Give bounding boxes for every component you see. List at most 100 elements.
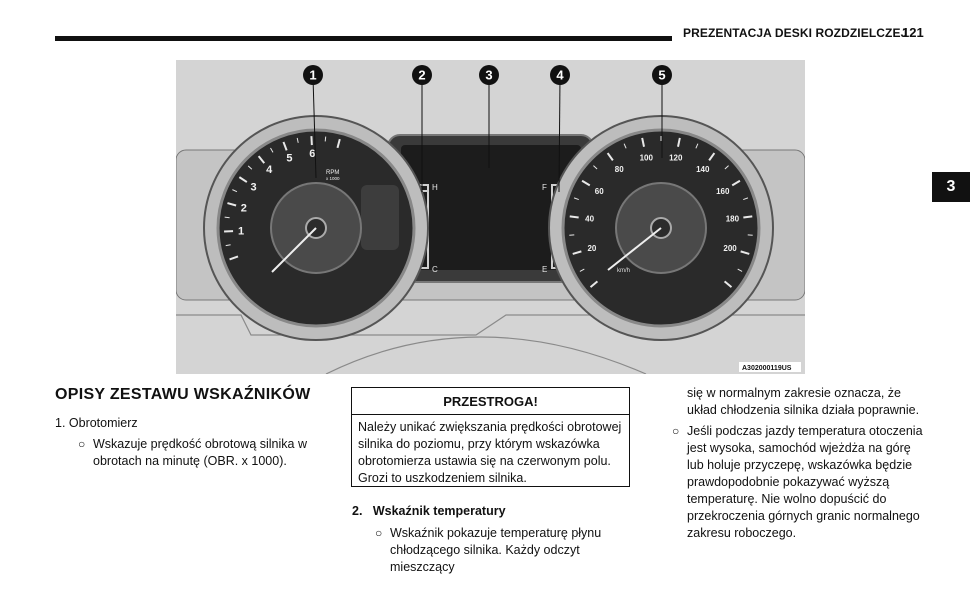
tach-tick [224, 216, 230, 219]
speed-tick [740, 250, 750, 255]
speedometer: 20 40 60 80 100 120 140 160 180 200 km/h [548, 115, 774, 341]
speed-numeral: 140 [696, 165, 710, 174]
speed-tick [573, 197, 579, 201]
tach-tick [232, 189, 238, 193]
callout-4: 4 [550, 65, 570, 85]
tach-tick [270, 147, 274, 153]
speed-numeral: 80 [615, 165, 624, 174]
page-number: 121 [902, 25, 924, 40]
item-2-bullet-text: Wskaźnik pokazuje temperaturę płynu chło… [390, 526, 602, 574]
steering-contour [325, 336, 647, 374]
speed-tick [743, 197, 749, 201]
tach-tick [336, 138, 341, 149]
tach-tick [296, 137, 299, 143]
item-2: 2. Wskaźnik temperatury ○ Wskaźnik pokaz… [352, 503, 632, 576]
speed-numeral: 20 [587, 244, 596, 253]
callout-2: 2 [412, 65, 432, 85]
temp-hot-label: H [432, 183, 438, 192]
speed-tick [589, 280, 599, 288]
bullet-circle-icon: ○ [78, 437, 86, 451]
speed-tick [579, 268, 585, 272]
item-2-title: Wskaźnik temperatury [372, 504, 506, 518]
header-title: PREZENTACJA DESKI ROZDZIELCZEJ [683, 26, 908, 40]
warning-title: PRZESTROGA! [352, 388, 629, 415]
tach-numeral: 6 [309, 148, 315, 160]
fuel-full-label: F [542, 183, 547, 192]
tach-tick [238, 176, 248, 183]
right-column-bullet-text: Jeśli podczas jazdy temperatura otoczeni… [687, 424, 923, 540]
speed-tick [743, 215, 753, 219]
callout-3: 3 [479, 65, 499, 85]
tach-numeral: 5 [286, 153, 292, 165]
callout-number: 3 [485, 68, 492, 83]
dash-contour [176, 314, 805, 336]
speed-tick [708, 152, 716, 161]
section-title: OPISY ZESTAWU WSKAŹNIKÓW [55, 386, 311, 403]
tach-tick [227, 202, 237, 207]
tach-tick [257, 155, 266, 164]
tach-tick [229, 255, 239, 261]
chapter-tab: 3 [932, 172, 970, 202]
speed-tick [641, 137, 645, 147]
speed-numeral: 60 [595, 187, 604, 196]
callout-line-4 [558, 76, 561, 193]
item-1-label: 1. Obrotomierz [55, 416, 138, 430]
callout-number: 1 [309, 68, 316, 83]
warning-text: Należy unikać zwiększania prędkości obro… [358, 420, 622, 485]
right-column-bullet: ○ Jeśli podczas jazdy temperatura otocze… [672, 423, 930, 542]
callout-number: 2 [418, 68, 425, 83]
speed-tick [737, 268, 743, 272]
speed-tick [731, 179, 741, 187]
tach-tick [225, 244, 231, 247]
speed-tick [724, 165, 729, 170]
temp-cold-label: C [432, 265, 438, 274]
tach-numeral: 2 [241, 203, 247, 215]
speed-tick [677, 137, 681, 147]
speed-numeral: 200 [723, 244, 737, 253]
speed-tick [695, 143, 699, 149]
item-2-bullet: ○ Wskaźnik pokazuje temperaturę płynu ch… [352, 525, 632, 576]
speed-tick [606, 152, 614, 161]
center-display [401, 145, 581, 270]
fuel-empty-label: E [542, 265, 547, 274]
speed-tick [569, 215, 579, 219]
tach-numeral: 1 [238, 226, 244, 238]
right-column: się w normalnym zakresie oznacza, że ukł… [672, 385, 930, 542]
speed-tick [572, 250, 582, 255]
tach-tick [247, 165, 253, 170]
item-1: 1. Obrotomierz ○ Wskazuje prędkość obrot… [55, 415, 325, 470]
figure-code: A302000119US [742, 365, 792, 372]
tach-needle [271, 227, 317, 273]
item-1-bullet-text: Wskazuje prędkość obrotową silnika w obr… [93, 437, 307, 468]
callout-number: 5 [658, 68, 665, 83]
speed-needle [607, 227, 662, 271]
speed-numeral: 120 [669, 153, 683, 162]
continuation-text: się w normalnym zakresie oznacza, że ukł… [687, 386, 920, 417]
callout-1: 1 [303, 65, 323, 85]
callout-5: 5 [652, 65, 672, 85]
speed-tick [581, 179, 591, 187]
item-1-bullet: ○ Wskazuje prędkość obrotową silnika w o… [55, 436, 325, 470]
speed-tick [593, 165, 598, 170]
header-rule [55, 36, 672, 41]
tach-tick [282, 141, 288, 151]
speed-numeral: 180 [726, 215, 740, 224]
tach-numeral: 4 [266, 164, 273, 176]
tach-numeral: 3 [250, 181, 256, 193]
tach-unit: RPM [326, 170, 339, 176]
tach-unit-sub: x 1000 [326, 176, 340, 181]
speed-numeral: 100 [640, 153, 654, 162]
speed-tick [623, 143, 627, 149]
speed-tick [723, 280, 733, 288]
bullet-circle-icon: ○ [672, 424, 680, 438]
speed-numeral: 160 [716, 187, 730, 196]
tachometer: 1 234 5 6 RPM x 1000 [203, 115, 429, 341]
speed-numeral: 40 [585, 215, 594, 224]
bullet-circle-icon: ○ [375, 526, 383, 540]
callout-number: 4 [556, 68, 564, 83]
item-2-number: 2. [352, 504, 363, 518]
speed-unit: km/h [617, 268, 630, 274]
warning-box: PRZESTROGA! Należy unikać zwiększania pr… [351, 387, 630, 487]
callout-line-1 [312, 76, 317, 179]
